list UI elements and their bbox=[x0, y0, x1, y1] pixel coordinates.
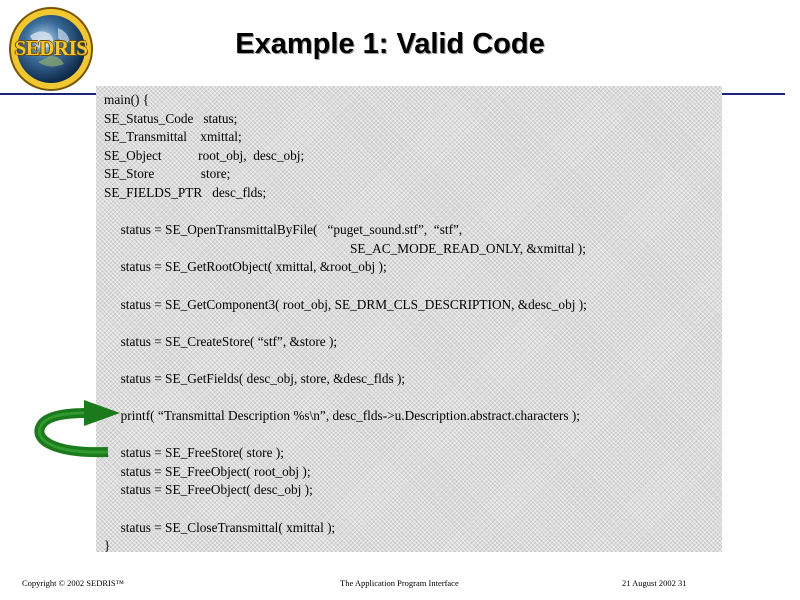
code-line: status = SE_OpenTransmittalByFile( “puge… bbox=[104, 222, 463, 238]
slide-title: Example 1: Valid Code bbox=[235, 28, 545, 60]
code-line: status = SE_FreeStore( store ); bbox=[104, 445, 284, 461]
code-line: SE_Status_Code status; bbox=[104, 110, 238, 126]
code-line bbox=[104, 500, 722, 519]
code-line: } bbox=[104, 538, 111, 554]
code-line: status = SE_CreateStore( “stf”, &store )… bbox=[104, 333, 338, 349]
code-line: SE_AC_MODE_READ_ONLY, &xmittal ); bbox=[104, 240, 586, 256]
sedris-logo: SEDRIS bbox=[8, 6, 94, 92]
footer-copyright: Copyright © 2002 SEDRIS™ bbox=[22, 578, 124, 588]
code-line bbox=[104, 277, 722, 296]
logo-text: SEDRIS bbox=[14, 36, 88, 60]
code-line bbox=[104, 314, 722, 333]
code-line bbox=[104, 203, 722, 222]
code-line: status = SE_FreeObject( root_obj ); bbox=[104, 463, 311, 479]
code-line: status = SE_CloseTransmittal( xmittal ); bbox=[104, 519, 336, 535]
curved-arrow-icon bbox=[34, 400, 120, 458]
code-line bbox=[104, 389, 722, 408]
footer-center: The Application Program Interface bbox=[340, 578, 459, 588]
code-line: status = SE_GetFields( desc_obj, store, … bbox=[104, 370, 406, 386]
code-line: SE_Store store; bbox=[104, 166, 231, 182]
code-line: SE_Transmittal xmittal; bbox=[104, 129, 242, 145]
code-panel: main() { SE_Status_Code status; SE_Transmi… bbox=[96, 86, 722, 553]
code-line: status = SE_GetRootObject( xmittal, &roo… bbox=[104, 259, 387, 275]
code-line bbox=[104, 426, 722, 445]
code-line: main() { bbox=[104, 92, 150, 107]
code-line: SE_Object root_obj, desc_obj; bbox=[104, 147, 305, 163]
code-line: status = SE_GetComponent3( root_obj, SE_… bbox=[104, 296, 587, 312]
code-line: status = SE_FreeObject( desc_obj ); bbox=[104, 482, 313, 498]
code-line: printf( “Transmittal Description %s\n”, … bbox=[104, 408, 580, 424]
footer-date-page: 21 August 2002 31 bbox=[622, 578, 687, 588]
code-block: main() { SE_Status_Code status; SE_Transmi… bbox=[96, 86, 722, 556]
globe-logo-icon bbox=[9, 7, 93, 91]
code-line bbox=[104, 351, 722, 370]
code-line: SE_FIELDS_PTR desc_flds; bbox=[104, 184, 267, 200]
